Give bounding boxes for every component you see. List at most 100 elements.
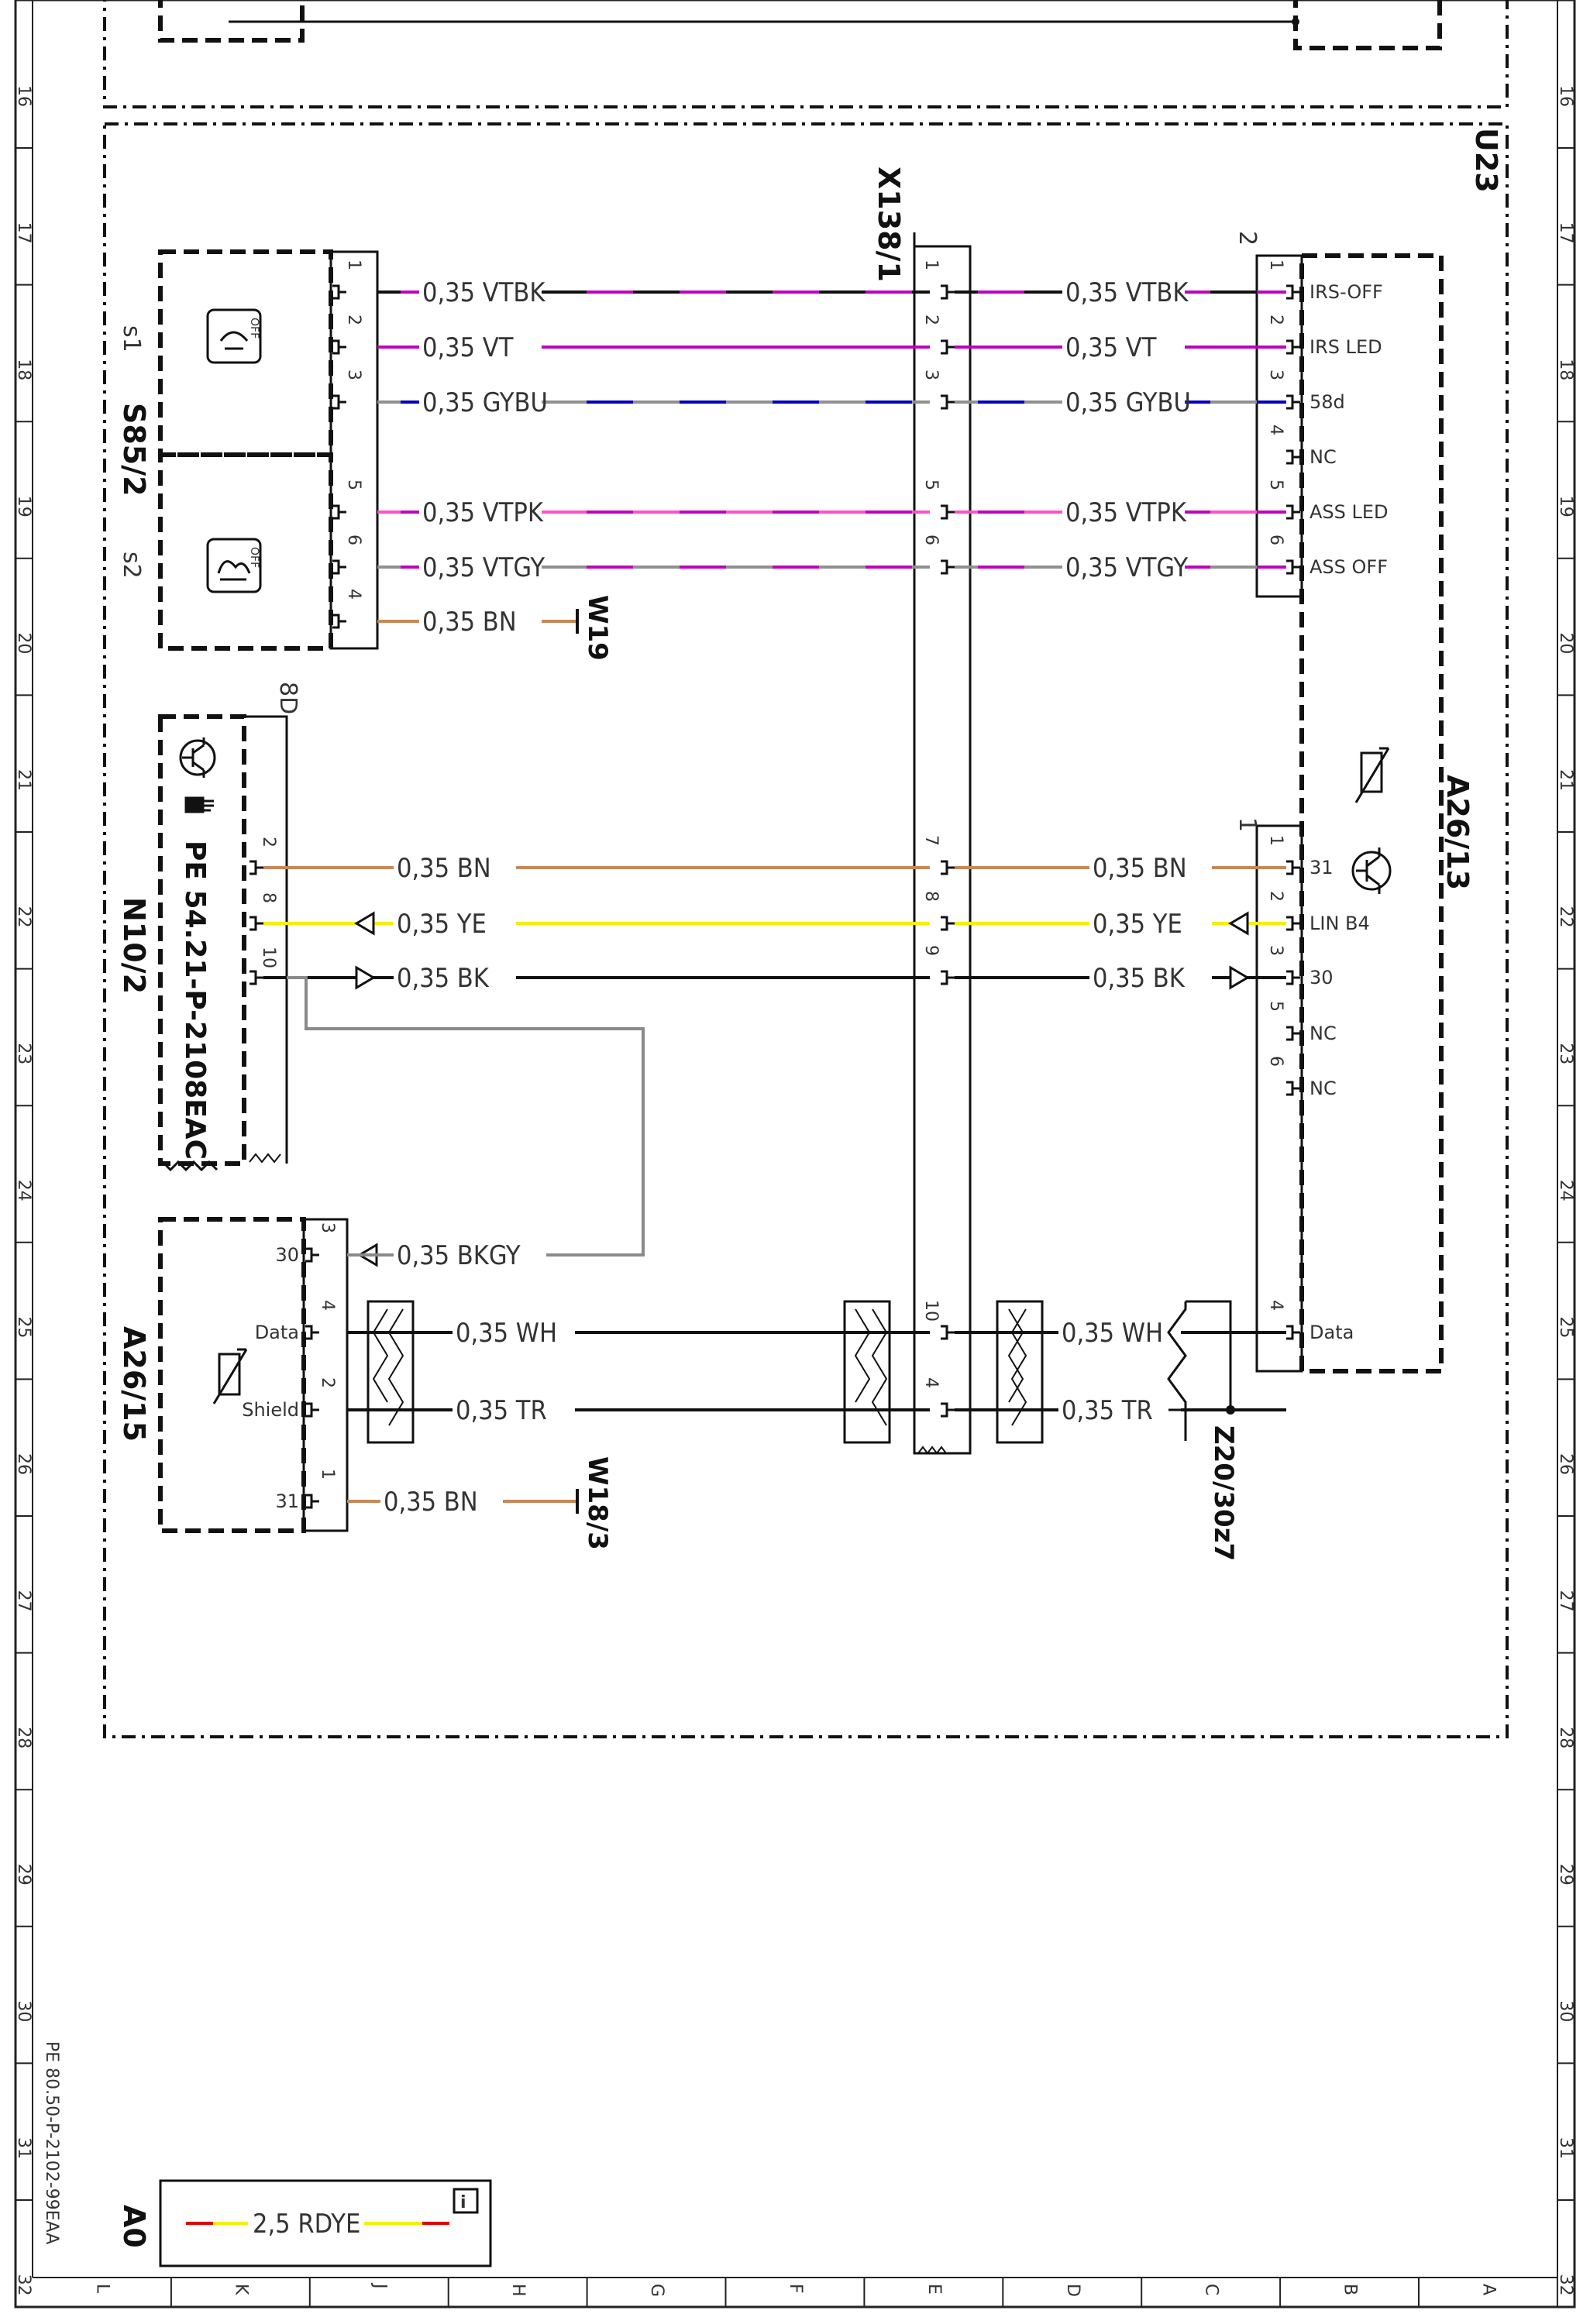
a26-13-transistor-icon [1351, 847, 1392, 894]
x138-pin-number: 9 [921, 945, 941, 956]
label-ye-left: 0,35 YE [397, 909, 487, 940]
sheet-frame [14, 0, 1576, 2309]
s85-pin-symbol [332, 394, 346, 410]
x138-pin-number: 3 [921, 370, 941, 380]
row-number-right: 19 [1556, 496, 1575, 517]
label-bk-left: 0,35 BK [397, 963, 490, 994]
a2613-lower-pin-name: 30 [1310, 967, 1334, 988]
s1-switch-icon: OFF [206, 308, 262, 364]
a26-13-upper-connector-body [1255, 254, 1303, 598]
label-bn-a2615-bg [380, 1484, 503, 1515]
a0-label: A0 [117, 2205, 151, 2248]
a26-15-connector-body [302, 1218, 349, 1532]
a2613-data-pin-symbol [1286, 1325, 1300, 1340]
label-vtbk-left-bg [419, 275, 542, 306]
row-number-left: 31 [14, 2137, 33, 2159]
legend-info-glyph: i [460, 2193, 466, 2212]
u23-module-outline [103, 122, 1509, 1738]
row-number-left: 29 [14, 1864, 33, 1886]
x138-pin-symbol [941, 504, 955, 520]
twisted-pair-a26-15 [367, 1300, 415, 1444]
x138-pin-symbol [941, 394, 955, 410]
a2615-pin-number: 1 [318, 1469, 337, 1480]
n10-pin-number: 8 [259, 892, 278, 903]
label-tr-right-bg [1058, 1393, 1181, 1424]
label-vtgy-right-bg [1062, 550, 1185, 581]
twisted-pair-x138 [843, 1300, 891, 1444]
a2613-lower-pin-name: NC [1310, 1078, 1337, 1099]
s85-pin-number: 4 [344, 589, 363, 600]
x138-pin-symbol [941, 916, 955, 931]
a2613-lower-pin-number: 6 [1266, 1056, 1285, 1067]
label-bkgy-bg [394, 1238, 516, 1269]
n10-pin-number: 2 [259, 837, 278, 847]
label-vtpk-right: 0,35 VTPK [1065, 497, 1187, 528]
a2615-pin-number: 3 [318, 1222, 337, 1233]
a2613-upper-pin-number: 4 [1266, 425, 1285, 435]
a2613-upper-pin-symbol [1286, 394, 1300, 410]
x138-pin-number: 5 [921, 480, 941, 490]
x138-pin-number: 1 [921, 260, 941, 270]
a2613-upper-pin-symbol [1286, 284, 1300, 300]
row-number-right: 22 [1556, 906, 1575, 928]
n10-doc-reference: PE 54.21-P-2108EAC [179, 841, 211, 1160]
a2613-lower-pin-number: 5 [1266, 1001, 1285, 1012]
label-vtpk-right-bg [1062, 495, 1185, 526]
row-number-right: 17 [1556, 222, 1575, 244]
s85-pin-number: 6 [344, 535, 363, 545]
a2613-lower-pin-number: 3 [1266, 945, 1285, 956]
row-number-left: 26 [14, 1453, 33, 1475]
a26-13-box [1299, 253, 1444, 1373]
a26-15-ptc-icon [212, 1348, 248, 1404]
label-vt-left-bg [419, 330, 542, 361]
label-bkgy: 0,35 BKGY [397, 1240, 521, 1271]
label-vt-right-bg [1062, 330, 1185, 361]
label-bn-s85-bg [419, 604, 542, 635]
label-vtpk-left: 0,35 VTPK [422, 497, 544, 528]
row-number-right: 16 [1556, 85, 1575, 107]
a26-13-connector-1-label: 1 [1234, 817, 1261, 832]
z20-label: Z20/30z7 [1208, 1425, 1239, 1561]
a2615-pin-name: Shield [242, 1399, 299, 1421]
a26-13-ptc-icon [1354, 747, 1390, 803]
column-letter: F [786, 2284, 805, 2294]
row-number-right: 25 [1556, 1316, 1575, 1338]
label-vtgy-left-bg [419, 550, 542, 581]
s85-pin-symbol [332, 504, 346, 520]
label-vtpk-left-bg [419, 495, 542, 526]
a2613-data-pin-number: 4 [1266, 1300, 1285, 1311]
s85-s2-box [158, 452, 333, 651]
a2613-upper-pin-name: ASS LED [1310, 501, 1389, 523]
row-number-right: 23 [1556, 1043, 1575, 1064]
a2613-upper-pin-number: 6 [1266, 535, 1285, 545]
a26-13-lower-connector-body [1255, 824, 1303, 1373]
label-bk-left-bg [394, 961, 516, 992]
label-ye-left-bg [394, 906, 516, 937]
label-vtgy-right: 0,35 VTGY [1065, 552, 1188, 583]
row-number-left: 23 [14, 1043, 33, 1064]
a2615-pin-symbol [305, 1402, 319, 1418]
a2613-lower-pin-symbol [1286, 1026, 1300, 1041]
legend-wire-label: 2,5 RDYE [253, 2209, 360, 2240]
row-number-right: 26 [1556, 1453, 1575, 1475]
label-bk-right-bg [1089, 961, 1212, 992]
s85-pin-symbol [332, 559, 346, 575]
column-letter: J [370, 2282, 389, 2289]
a2615-pin-symbol [305, 1325, 319, 1340]
a2613-lower-pin-name: 31 [1310, 857, 1334, 878]
a26-15-box [158, 1217, 306, 1533]
a2615-pin-name: Data [255, 1322, 299, 1343]
label-vt-left: 0,35 VT [422, 332, 514, 363]
n10-box [158, 714, 246, 1166]
n10-connector-label: 8D [274, 682, 301, 714]
label-vtbk-left: 0,35 VTBK [422, 277, 545, 308]
grid-ticks [15, 147, 1575, 2307]
a2613-upper-pin-name: ASS OFF [1310, 556, 1388, 578]
row-number-left: 19 [14, 496, 33, 517]
a2615-pin-name: 30 [275, 1244, 299, 1266]
